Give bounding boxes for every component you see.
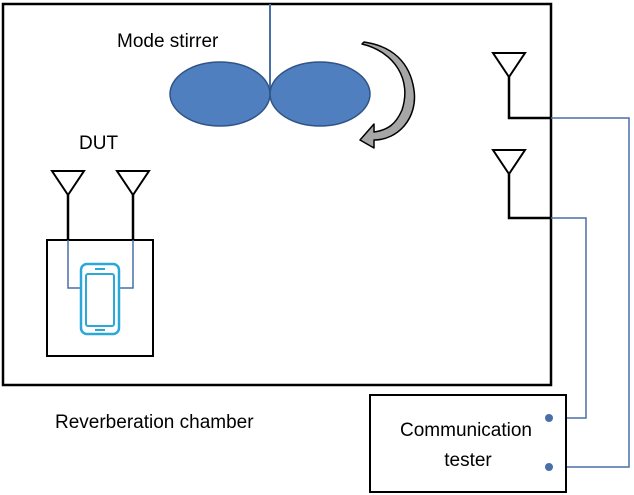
- reverberation-chamber-label: Reverberation chamber: [55, 412, 254, 433]
- smartphone-icon: [79, 262, 121, 336]
- tester-label-line2: tester: [444, 450, 492, 471]
- stirrer-paddle-left: [169, 61, 271, 127]
- dut-antenna-right: [115, 170, 151, 240]
- tester-label-line1: Communication: [400, 420, 532, 441]
- dut-antenna-left: [50, 170, 86, 240]
- mode-stirrer: [169, 61, 371, 127]
- curved-arrow-icon: [359, 41, 416, 149]
- chamber-antenna-top: [491, 52, 551, 120]
- chamber-antenna-bottom: [491, 149, 551, 220]
- dut-wire-right: [118, 240, 134, 289]
- stirrer-paddle-right: [269, 61, 371, 127]
- dut-wire-left: [67, 240, 82, 289]
- dut-label: DUT: [79, 133, 118, 154]
- tester-connector-1: [545, 414, 553, 422]
- tester-connector-2: [545, 463, 553, 471]
- reverberation-chamber-box: [1, 2, 553, 387]
- mode-stirrer-label: Mode stirrer: [117, 31, 219, 52]
- cable-top-antenna: [549, 117, 630, 468]
- communication-tester-box: [369, 394, 567, 493]
- cable-bottom-antenna: [549, 217, 587, 419]
